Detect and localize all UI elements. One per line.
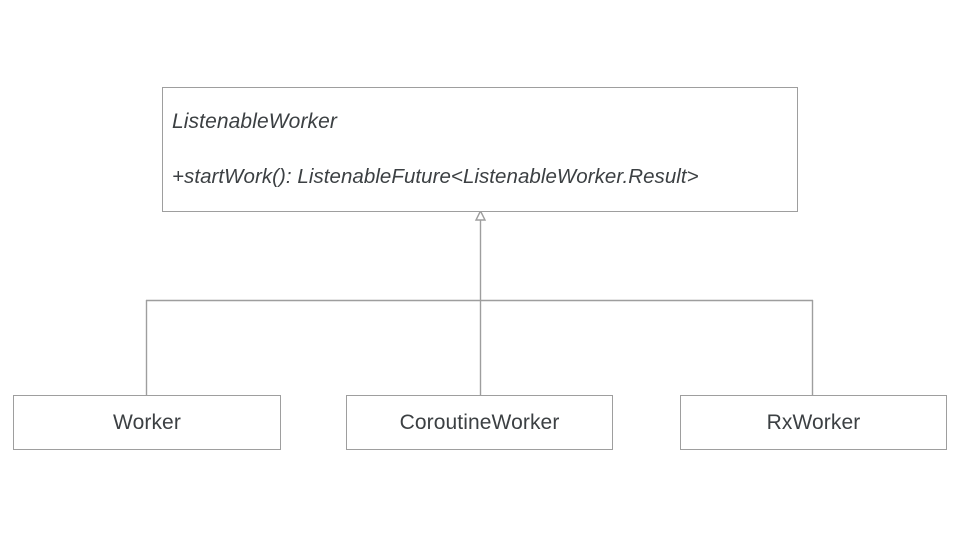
generalization-arrowhead-icon xyxy=(474,209,487,221)
class-name-coroutineworker: CoroutineWorker xyxy=(399,410,560,434)
class-box-rxworker[interactable]: RxWorker xyxy=(680,395,947,450)
class-box-listenableworker[interactable]: ListenableWorker +startWork(): Listenabl… xyxy=(162,87,798,212)
class-box-worker[interactable]: Worker xyxy=(13,395,281,450)
class-name-worker: Worker xyxy=(113,410,181,434)
class-name-listenableworker: ListenableWorker xyxy=(172,110,338,133)
class-box-coroutineworker[interactable]: CoroutineWorker xyxy=(346,395,613,450)
class-name-rxworker: RxWorker xyxy=(766,410,861,434)
class-method-startwork: +startWork(): ListenableFuture<Listenabl… xyxy=(172,165,699,189)
